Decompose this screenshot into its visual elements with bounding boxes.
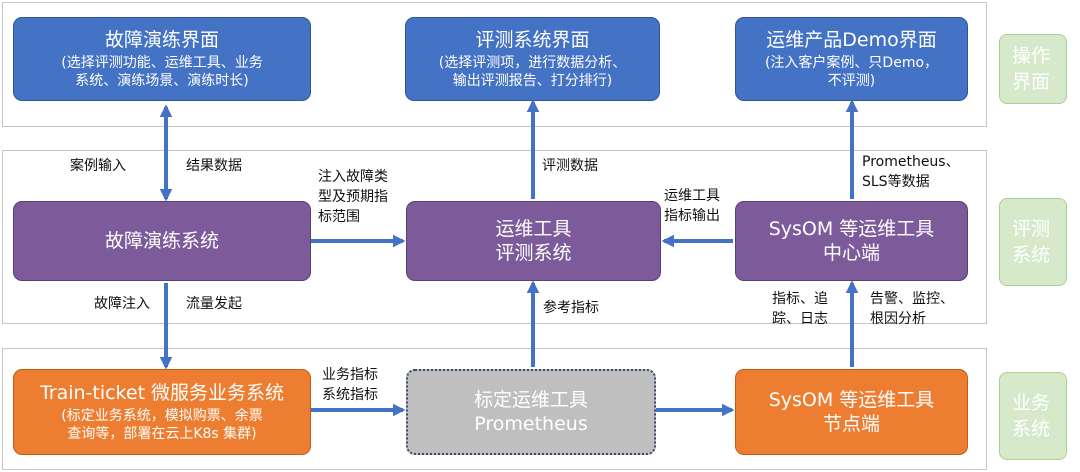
label-metric-trace-log: 指标、追 踪、日志	[772, 289, 828, 329]
ops-demo-ui-sub2: 不评测)	[827, 73, 876, 89]
label-tool-metric-1: 运维工具	[664, 188, 720, 204]
label-inject-fault-1: 注入故障类	[318, 169, 388, 185]
sysom-center-line2: 中心端	[822, 242, 880, 264]
label-inject-fault-2: 型及预期指	[318, 189, 388, 205]
sysom-center-line1: SysOM 等运维工具	[768, 218, 935, 240]
side-label-business-text: 业务系统	[1012, 392, 1051, 440]
sysom-node-line2: 节点端	[822, 413, 880, 435]
label-biz-metric-2: 系统指标	[322, 387, 378, 403]
fault-drill-system-box[interactable]: 故障演练系统	[13, 201, 311, 281]
ops-demo-ui-sub1: (注入客户案例、只Demo，	[764, 55, 939, 71]
label-alarm-2: 根因分析	[870, 311, 926, 327]
label-tool-metric-2: 指标输出	[664, 208, 720, 224]
fault-drill-ui-box[interactable]: 故障演练界面 (选择评测功能、运维工具、业务 系统、演练场景、演练时长)	[13, 17, 311, 101]
label-biz-sys-metric: 业务指标 系统指标	[322, 365, 378, 405]
label-metric-trace-2: 踪、日志	[772, 311, 828, 327]
label-metric-trace-1: 指标、追	[772, 291, 828, 307]
ops-demo-ui-box[interactable]: 运维产品Demo界面 (注入客户案例、只Demo， 不评测)	[735, 17, 968, 101]
side-label-evaluation-text: 评测系统	[1012, 218, 1051, 266]
train-ticket-title: Train-ticket 微服务业务系统	[39, 382, 285, 404]
sysom-center-box[interactable]: SysOM 等运维工具 中心端	[735, 201, 968, 281]
ops-demo-ui-title: 运维产品Demo界面	[766, 29, 937, 51]
train-ticket-system-box[interactable]: Train-ticket 微服务业务系统 (标定业务系统，模拟购票、余票 查询等…	[13, 369, 311, 455]
label-prometheus-sls-2: SLS等数据	[862, 174, 930, 190]
eval-system-ui-title: 评测系统界面	[475, 29, 590, 51]
label-alarm-1: 告警、监控、	[870, 291, 954, 307]
label-ref-metric: 参考指标	[543, 300, 599, 316]
side-label-evaluation: 评测系统	[999, 198, 1067, 286]
train-ticket-sub2: 查询等，部署在云上K8s 集群)	[67, 426, 257, 442]
label-prometheus-sls: Prometheus、 SLS等数据	[862, 152, 960, 192]
label-result-data: 结果数据	[186, 158, 242, 174]
label-tool-metric-output: 运维工具 指标输出	[664, 186, 720, 226]
label-traffic: 流量发起	[186, 296, 242, 312]
ops-tool-eval-line2: 评测系统	[495, 242, 572, 264]
label-fault-inject: 故障注入	[94, 296, 150, 312]
label-eval-data: 评测数据	[542, 158, 598, 174]
label-inject-fault: 注入故障类 型及预期指 标范围	[318, 167, 388, 227]
label-alarm-monitor: 告警、监控、 根因分析	[870, 289, 954, 329]
side-label-operation: 操作界面	[999, 34, 1067, 104]
side-label-business: 业务系统	[999, 372, 1067, 460]
ops-tool-eval-system-box[interactable]: 运维工具 评测系统	[406, 201, 661, 281]
sysom-node-line1: SysOM 等运维工具	[768, 389, 935, 411]
side-label-operation-text: 操作界面	[1012, 45, 1051, 93]
label-inject-fault-3: 标范围	[318, 209, 360, 225]
label-prometheus-sls-1: Prometheus、	[862, 154, 960, 170]
prometheus-line1: 标定运维工具	[473, 389, 588, 411]
prometheus-tool-box[interactable]: 标定运维工具 Prometheus	[406, 369, 656, 455]
eval-system-ui-sub2: 输出评测报告、打分排行)	[452, 73, 613, 89]
label-case-input: 案例输入	[70, 158, 126, 174]
ops-tool-eval-line1: 运维工具	[495, 218, 572, 240]
label-biz-metric-1: 业务指标	[322, 367, 378, 383]
fault-drill-ui-title: 故障演练界面	[104, 29, 219, 51]
fault-drill-ui-sub1: (选择评测功能、运维工具、业务	[61, 55, 263, 71]
eval-system-ui-sub1: (选择评测项，进行数据分析、	[438, 55, 627, 71]
eval-system-ui-box[interactable]: 评测系统界面 (选择评测项，进行数据分析、 输出评测报告、打分排行)	[405, 17, 660, 101]
prometheus-line2: Prometheus	[474, 413, 588, 435]
fault-drill-system-title: 故障演练系统	[104, 230, 219, 252]
fault-drill-ui-sub2: 系统、演练场景、演练时长)	[75, 73, 249, 89]
train-ticket-sub1: (标定业务系统，模拟购票、余票	[61, 408, 263, 424]
sysom-node-box[interactable]: SysOM 等运维工具 节点端	[735, 369, 968, 455]
